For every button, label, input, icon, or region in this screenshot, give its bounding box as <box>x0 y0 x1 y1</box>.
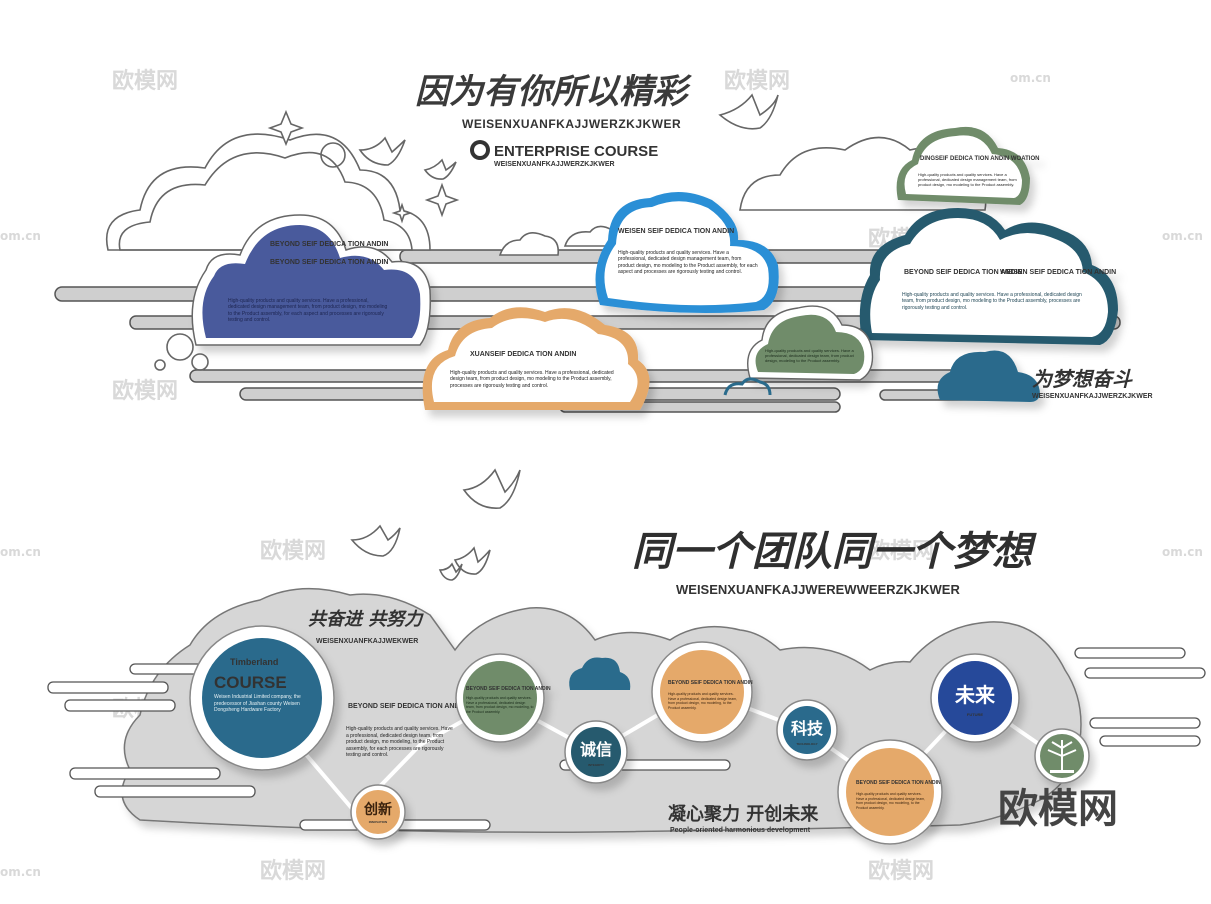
panel-body: High-quality products and quality servic… <box>228 298 388 323</box>
value-sub: INTEGRITY <box>588 763 604 767</box>
value-circle-technology: 科技 TECHNOLOGY <box>776 699 838 761</box>
info-heading: BEYOND SEIF DEDICA TION ANDIN <box>668 680 753 686</box>
top-subtitle: WEISENXUANFKAJJWERZKJKWER <box>462 117 681 131</box>
top-title-cn: 因为有你所以精彩 <box>415 72 692 112</box>
value-circle-innovation: 创新 INNOVATION <box>350 784 406 840</box>
bird-icon <box>358 93 779 180</box>
course-title: COURSE <box>214 673 287 692</box>
panel-orange-cloud: XUANSEIF DEDICA TION ANDIN High-quality … <box>422 307 650 410</box>
watermark-site: om.cn <box>1162 229 1203 243</box>
info-heading: BEYOND SEIF DEDICA TION ANDIN <box>466 686 551 692</box>
panel-heading: DINGSEIF DEDICA TION ANDIN WOATION <box>920 156 1039 162</box>
connector-path <box>266 687 1064 815</box>
bottom-title-cn: 同一个团队同一个梦想 <box>632 529 1037 575</box>
value-label: 科技 <box>791 719 824 738</box>
top-course-sub: WEISENXUANFKAJJWERZKJKWER <box>494 161 615 168</box>
panel-body: High-quality products and quality servic… <box>918 172 1017 187</box>
value-label: 未来 <box>955 683 996 707</box>
bottom-panel: 同一个团队同一个梦想 WEISENXUANFKAJJWEREWWEERZKJKW… <box>47 468 1206 845</box>
value-circle-integrity: 诚信 INTEGRITY <box>564 720 628 784</box>
solid-cloud-icon <box>937 350 1040 402</box>
panel-sage-cloud-top: DINGSEIF DEDICA TION ANDIN WOATION High-… <box>896 126 1039 205</box>
motto-en: People-oriented harmonious development <box>670 827 811 834</box>
beyond-text: High-quality products and quality servic… <box>346 726 453 758</box>
panel-navy-cloud: BEYOND SEIF DEDICA TION ANDIN BEYOND SEI… <box>191 214 432 346</box>
panel-heading: BEYOND SEIF DEDICA TION ANDIN <box>270 259 389 266</box>
top-slogan-en: WEISENXUANFKAJJWERZKJKWER <box>1032 393 1153 400</box>
watermark-site: om.cn <box>0 865 41 879</box>
panel-heading: XUANSEIF DEDICA TION ANDIN <box>470 351 576 358</box>
info-text: High-quality products and quality servic… <box>668 692 738 710</box>
value-sub: INNOVATION <box>369 820 387 824</box>
bottom-subtitle: WEISENXUANFKAJJWEREWWEERZKJKWER <box>676 582 960 597</box>
outline-cloud-icon <box>723 377 772 396</box>
ring-decorations <box>154 142 346 371</box>
panel-teal-cloud: BEYOND SEIF DEDICA TION ANDIN WEISEN SEI… <box>859 208 1118 345</box>
info-circle-sage: BEYOND SEIF DEDICA TION ANDIN High-quali… <box>455 653 551 743</box>
panel-sage-cloud-small: High-quality products and quality servic… <box>747 305 874 381</box>
value-sub: FUTURE <box>967 712 984 717</box>
watermark-text: 欧模网 <box>724 68 790 94</box>
panel-sky-cloud: WEISEN SEIF DEDICA TION ANDIN High-quali… <box>595 191 779 314</box>
watermark-site: om.cn <box>1010 71 1051 85</box>
watermark-site: om.cn <box>0 545 41 559</box>
panel-body: High-quality products and quality servic… <box>618 250 758 275</box>
info-text: High-quality products and quality servic… <box>856 792 926 810</box>
bottom-birds <box>350 468 521 581</box>
watermark-text: 欧模网 <box>112 68 178 94</box>
panel-heading: BEYOND SEIF DEDICA TION ANDIN <box>270 241 389 248</box>
panel-body: High-quality products and quality servic… <box>450 370 614 389</box>
bottom-slogan-cn: 共奋进 共努力 <box>308 609 424 630</box>
value-sub: TECHNOLOGY <box>796 742 817 746</box>
solid-cloud-icon <box>569 657 631 690</box>
panel-body: High-quality products and quality servic… <box>902 292 1082 311</box>
star-icon <box>267 109 460 224</box>
watermark-text: 欧模网 <box>260 538 326 564</box>
course-brand: Timberland <box>230 657 278 667</box>
watermark-text: 欧模网 <box>112 378 178 404</box>
top-course-title: ENTERPRISE COURSE <box>494 143 658 160</box>
panel-heading: BEYOND SEIF DEDICA TION ANDIN <box>904 269 1023 276</box>
value-label: 诚信 <box>580 740 612 759</box>
watermark-text: 欧模网 <box>260 858 326 884</box>
bottom-slogan-en: WEISENXUANFKAJJWEKWER <box>316 638 418 645</box>
value-circle-future: 未来 FUTURE <box>930 653 1020 743</box>
tree-logo-icon <box>1034 728 1090 784</box>
top-panel: 因为有你所以精彩 WEISENXUANFKAJJWERZKJKWER ENTER… <box>54 72 1153 413</box>
panel-heading: WEISEN SEIF DEDICA TION ANDIN <box>618 228 734 235</box>
bottom-grey-cloud <box>121 587 1082 833</box>
course-circle: Timberland COURSE Weisen Industrial Limi… <box>189 625 335 771</box>
value-label: 创新 <box>363 801 392 818</box>
panel-heading: WEISEN SEIF DEDICA TION ANDIN <box>1000 269 1116 276</box>
bottom-strips <box>47 647 1206 831</box>
watermark-text: 欧模网 <box>868 538 934 564</box>
panel-body: High-quality products and quality servic… <box>765 348 854 363</box>
course-text: Weisen Industrial Limited company, the p… <box>214 694 301 713</box>
info-text: High-quality products and quality servic… <box>466 696 534 714</box>
brand-logo <box>470 140 490 160</box>
watermark-site: om.cn <box>1162 545 1203 559</box>
watermark-site: om.cn <box>0 229 41 243</box>
beyond-heading: BEYOND SEIF DEDICA TION ANDIN <box>348 703 467 710</box>
brand-watermark-large: 欧模网 <box>998 786 1118 832</box>
top-slogan-cn: 为梦想奋斗 <box>1032 367 1133 391</box>
info-circle-orange-2: BEYOND SEIF DEDICA TION ANDIN High-quali… <box>837 739 943 845</box>
info-heading: BEYOND SEIF DEDICA TION ANDIN <box>856 780 941 786</box>
motto-cn: 凝心聚力 开创未来 <box>668 803 819 825</box>
watermark-text: 欧模网 <box>868 858 934 884</box>
info-circle-orange-1: BEYOND SEIF DEDICA TION ANDIN High-quali… <box>651 641 753 743</box>
